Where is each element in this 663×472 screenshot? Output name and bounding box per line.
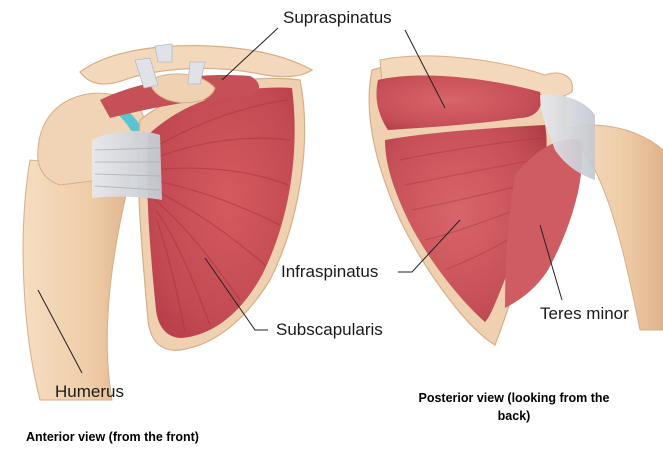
subscapularis-fibres — [149, 99, 291, 333]
leader-humerus — [37, 289, 83, 374]
leader-supraspinatus-posterior — [404, 29, 446, 109]
rotator-tendon-posterior — [540, 94, 595, 180]
label-teres-minor: Teres minor — [540, 304, 629, 323]
leader-infraspinatus — [398, 219, 461, 273]
caption-anterior: Anterior view (from the front) — [26, 430, 199, 444]
label-humerus: Humerus — [55, 382, 124, 401]
subscapularis-muscle — [147, 87, 295, 339]
label-infraspinatus: Infraspinatus — [281, 262, 379, 281]
supraspinatus-muscle-posterior — [376, 75, 542, 130]
leader-lines — [37, 27, 563, 374]
ligaments-anterior — [134, 43, 206, 89]
humerus-bone — [22, 159, 133, 401]
label-subscapularis: Subscapularis — [276, 320, 383, 339]
leader-subscapularis — [204, 257, 268, 331]
anterior-view — [22, 43, 314, 401]
posterior-view — [368, 55, 663, 346]
teres-minor-muscle — [505, 139, 582, 308]
caption-posterior-line2: back) — [497, 409, 531, 423]
label-supraspinatus: Supraspinatus — [283, 8, 392, 27]
caption-posterior-line1: Posterior view (looking from the — [418, 391, 610, 405]
leader-teres-minor — [539, 224, 563, 301]
caption-posterior: Posterior view (looking from the back) — [398, 389, 630, 425]
leader-supraspinatus-anterior — [221, 27, 279, 81]
